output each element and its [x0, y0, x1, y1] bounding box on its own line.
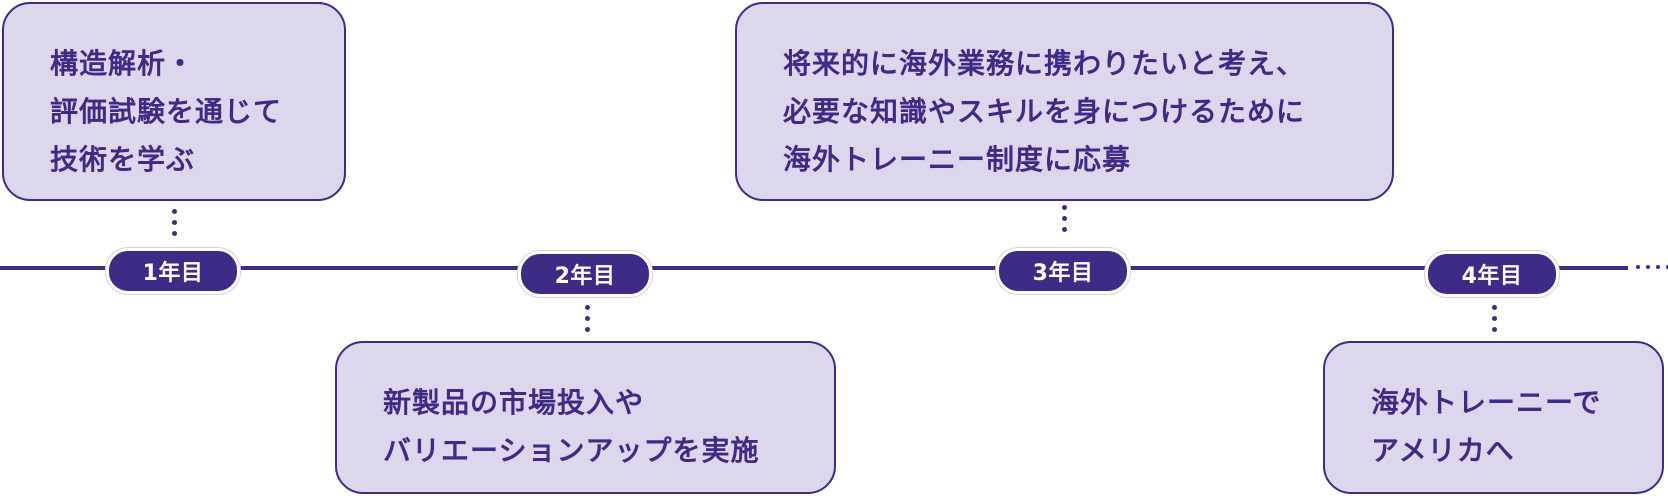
connector-year-3: [1061, 205, 1067, 232]
timeline-continuation-dots: [1636, 265, 1668, 269]
timeline-line: [0, 266, 1628, 270]
continuation-dot: [1636, 265, 1640, 269]
connector-year-4: [1491, 305, 1497, 332]
continuation-dot: [1666, 265, 1668, 269]
connector-year-1: [171, 209, 177, 236]
milestone-card-year-4: 海外トレーニーで アメリカへ: [1323, 341, 1664, 494]
continuation-dot: [1656, 265, 1660, 269]
year-badge-4: 4年目: [1425, 251, 1559, 297]
milestone-card-year-1: 構造解析・ 評価試験を通じて 技術を学ぶ: [2, 2, 346, 201]
year-badge-2: 2年目: [518, 251, 652, 297]
continuation-dot: [1646, 265, 1650, 269]
year-badge-3: 3年目: [996, 248, 1130, 294]
year-badge-1: 1年目: [106, 248, 240, 294]
milestone-card-year-2: 新製品の市場投入や バリエーションアップを実施: [335, 341, 836, 494]
milestone-card-year-3: 将来的に海外業務に携わりたいと考え、 必要な知識やスキルを身につけるために 海外…: [735, 2, 1394, 201]
connector-year-2: [584, 305, 590, 332]
